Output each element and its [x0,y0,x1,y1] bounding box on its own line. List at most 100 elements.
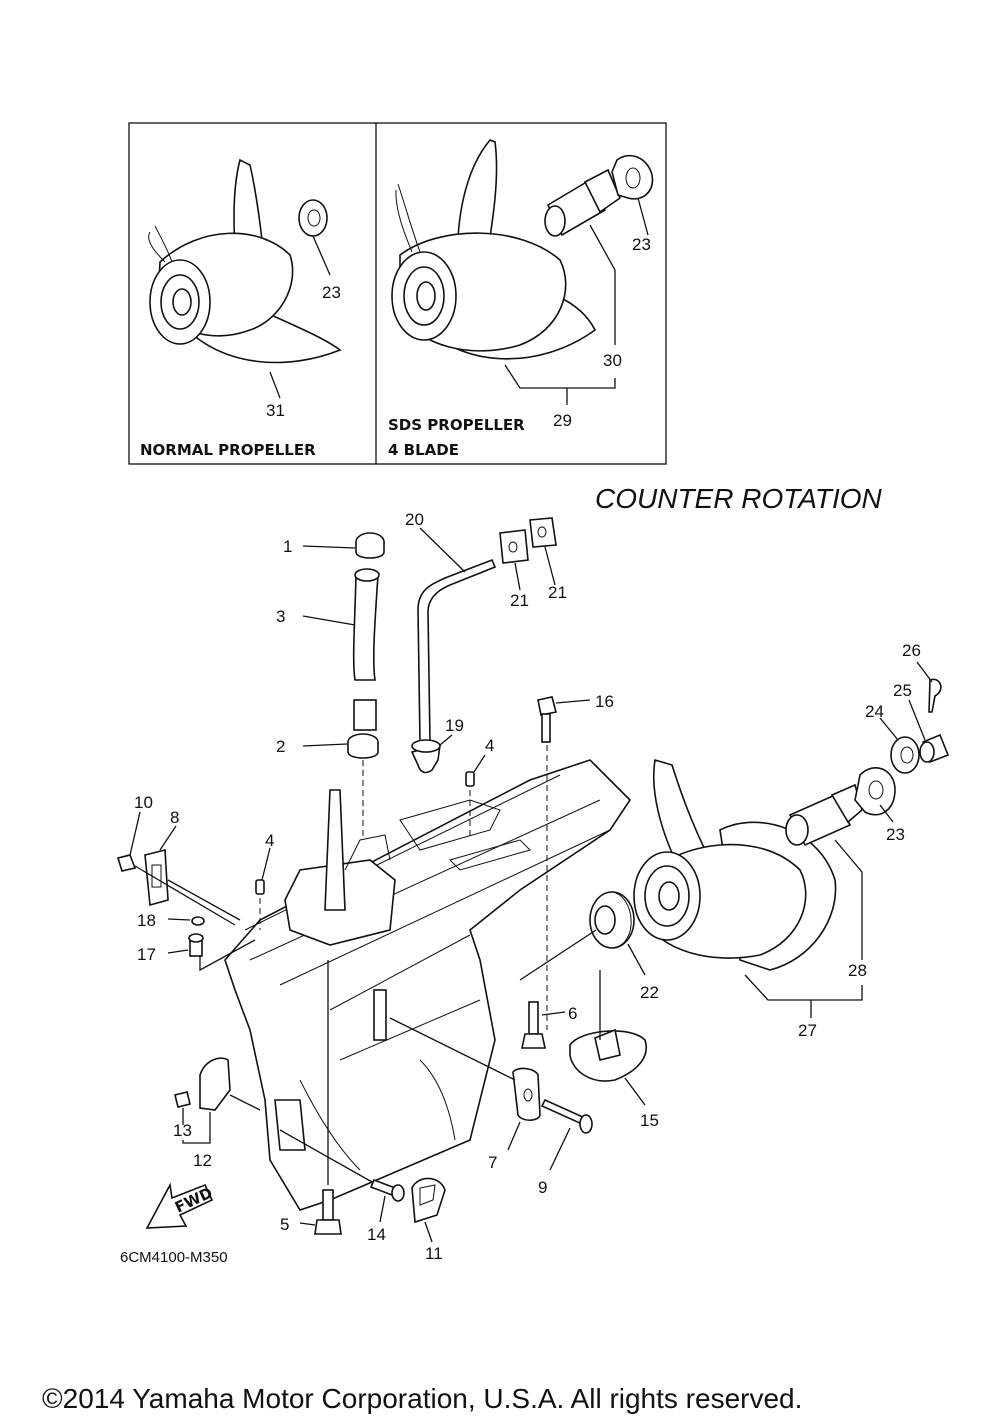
part-20-pipe [417,558,497,743]
normal-propeller-illustration [148,158,342,364]
spacer-sds [611,154,654,200]
callout-1: 1 [283,537,292,556]
leader-23-main [879,804,894,823]
part-25-nut [919,733,950,764]
leader-17 [167,949,189,954]
leader-28 [834,839,863,960]
part-5-bolt [314,1189,342,1235]
fwd-arrow-icon [145,1182,214,1229]
callout-17: 17 [137,945,156,964]
sds-propeller-illustration [391,139,597,360]
leader-22 [627,943,646,976]
leader-8 [159,825,177,851]
callout-26: 26 [902,641,921,660]
callout-20: 20 [405,510,424,529]
guide-22 [519,929,597,981]
copyright-notice: ©2014 Yamaha Motor Corporation, U.S.A. A… [42,1383,802,1414]
callout-23-normal: 23 [322,283,341,302]
guide-7 [389,1017,516,1081]
callout-21-b: 21 [548,583,567,602]
spline-washer-normal [298,199,328,237]
diagram-code: 6CM4100-M350 [120,1249,228,1266]
callout-19: 19 [445,716,464,735]
part-11-anode [411,1177,446,1224]
leader-9 [549,1127,571,1171]
part-16-bolt [537,696,557,743]
leader-23-sds [637,197,649,236]
callout-24: 24 [865,702,884,721]
part-7-pad [512,1067,541,1122]
part-15-anode [569,1028,647,1082]
leader-12 [182,1112,211,1144]
part-23-spacer-main [854,767,896,816]
part-1-grommet [355,532,385,559]
callout-2: 2 [276,737,285,756]
part-6-bolt [521,1001,546,1049]
callout-29: 29 [553,411,572,430]
callout-21-a: 21 [510,591,529,610]
callout-4-b: 4 [265,831,274,850]
callout-28: 28 [848,961,867,980]
leader-3 [302,615,356,626]
part-19-grommet [410,739,441,774]
guide-12 [229,1094,261,1111]
callout-3: 3 [276,607,285,626]
leader-25 [908,699,926,741]
leader-21a [514,562,521,591]
leader-4b [261,847,271,881]
part-9-screw [540,1098,593,1134]
part-17-plug [188,933,204,957]
leader-6 [541,1011,566,1016]
leader-20 [419,527,466,573]
callout-12: 12 [193,1151,212,1170]
leader-4a [473,754,486,773]
part-8-bracket [144,848,169,907]
part-28-drive-hub [785,783,863,847]
leader-24 [879,717,899,741]
leader-10 [129,811,141,856]
part-4-dowel-a [465,771,475,787]
callout-10: 10 [134,793,153,812]
part-24-washer [890,736,920,774]
callout-27: 27 [798,1021,817,1040]
sds-propeller-caption-line2: 4 BLADE [388,441,459,459]
callout-4-a: 4 [485,736,494,755]
guide-8 [167,879,241,921]
guide-14 [279,1129,373,1183]
callout-23-main: 23 [886,825,905,844]
drive-hub-sds [544,168,621,237]
callout-8: 8 [170,808,179,827]
part-21-clip-a [499,529,529,564]
leader-19 [439,734,453,746]
part-4-dowel-b [255,879,265,895]
callout-14: 14 [367,1225,386,1244]
leader-18 [167,918,191,921]
callout-30: 30 [603,351,622,370]
leader-11 [424,1221,433,1243]
callout-18: 18 [137,911,156,930]
sds-propeller-caption-line1: SDS PROPELLER [388,416,525,434]
leader-23-normal [312,235,331,276]
callout-5: 5 [280,1215,289,1234]
part-26-cotter-pin [928,678,942,713]
leader-7 [507,1121,521,1151]
callout-23-sds: 23 [632,235,651,254]
callout-11: 11 [425,1244,443,1263]
callout-22: 22 [640,983,659,1002]
leader-16 [555,699,591,704]
guide-17 [199,939,256,972]
guide-10 [134,865,236,926]
inset-frame [128,122,667,465]
leader-29 [504,364,616,389]
leader-27 [744,974,863,1001]
part-13-nut [174,1091,191,1108]
leader-15 [624,1077,646,1106]
part-3-water-tube [352,568,380,731]
callout-15: 15 [640,1111,659,1130]
main-propeller-illustration [633,758,837,971]
normal-propeller-caption: NORMAL PROPELLER [140,441,316,459]
leader-26 [916,661,933,683]
diagram-title: COUNTER ROTATION [595,483,883,514]
callout-7: 7 [488,1153,497,1172]
part-10-nut [116,854,137,872]
